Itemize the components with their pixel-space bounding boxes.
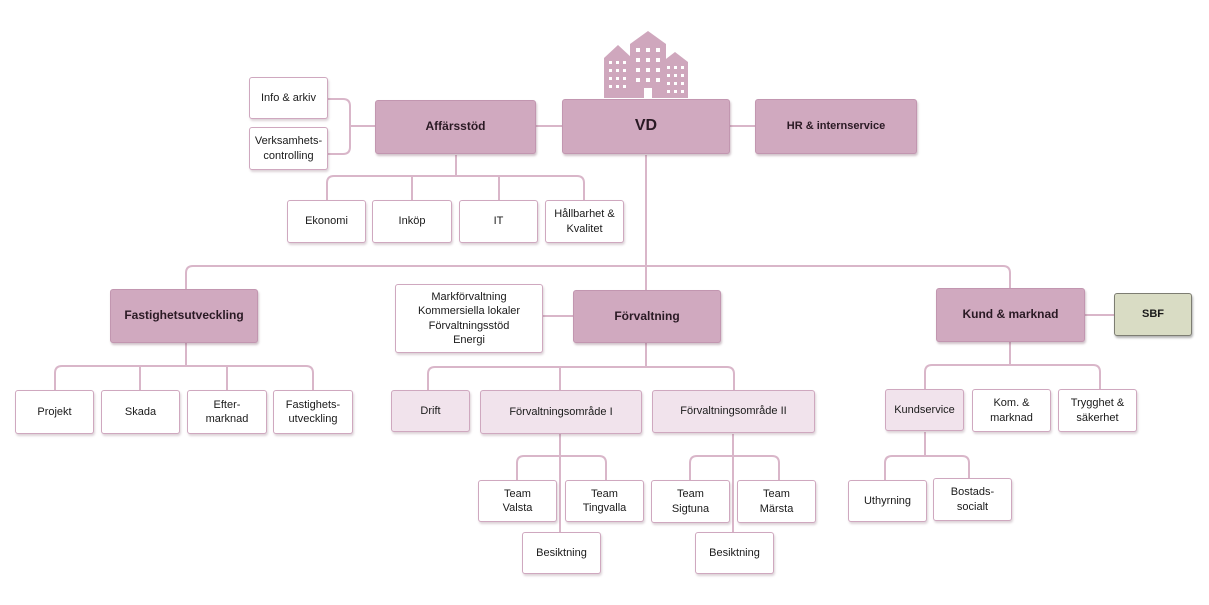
node-forvaltning: Förvaltning [573, 290, 721, 343]
node-ekonomi: Ekonomi [287, 200, 366, 243]
node-sbf: SBF [1114, 293, 1192, 336]
node-skada: Skada [101, 390, 180, 434]
node-projekt: Projekt [15, 390, 94, 434]
node-bostadssocialt: Bostads- socialt [933, 478, 1012, 521]
node-kom-marknad: Kom. & marknad [972, 389, 1051, 432]
node-hallbarhet-kvalitet: Hållbarhet & Kvalitet [545, 200, 624, 243]
buildings-icon [604, 31, 688, 98]
node-verksamhetscontrolling: Verksamhets- controlling [249, 127, 328, 170]
node-team-marsta: Team Märsta [737, 480, 816, 523]
node-hr-internservice: HR & internservice [755, 99, 917, 154]
node-fastighetsutveckling: Fastighetsutveckling [110, 289, 258, 343]
node-forvaltning-info: Markförvaltning Kommersiella lokaler För… [395, 284, 543, 353]
node-trygghet-sakerhet: Trygghet & säkerhet [1058, 389, 1137, 432]
node-inkop: Inköp [372, 200, 452, 243]
node-eftermarknad: Efter- marknad [187, 390, 267, 434]
node-info-arkiv: Info & arkiv [249, 77, 328, 119]
node-team-tingvalla: Team Tingvalla [565, 480, 644, 522]
node-besiktning-1: Besiktning [522, 532, 601, 574]
node-uthyrning: Uthyrning [848, 480, 927, 522]
node-kund-marknad: Kund & marknad [936, 288, 1085, 342]
node-team-valsta: Team Valsta [478, 480, 557, 522]
node-team-sigtuna: Team Sigtuna [651, 480, 730, 523]
node-drift: Drift [391, 390, 470, 432]
node-affarsstod: Affärsstöd [375, 100, 536, 154]
node-besiktning-2: Besiktning [695, 532, 774, 574]
node-forvaltningsomrade-1: Förvaltningsområde I [480, 390, 642, 434]
node-forvaltningsomrade-2: Förvaltningsområde II [652, 390, 815, 433]
node-kundservice: Kundservice [885, 389, 964, 431]
node-it: IT [459, 200, 538, 243]
node-fastighetsutveckling-sub: Fastighets- utveckling [273, 390, 353, 434]
node-vd: VD [562, 99, 730, 154]
